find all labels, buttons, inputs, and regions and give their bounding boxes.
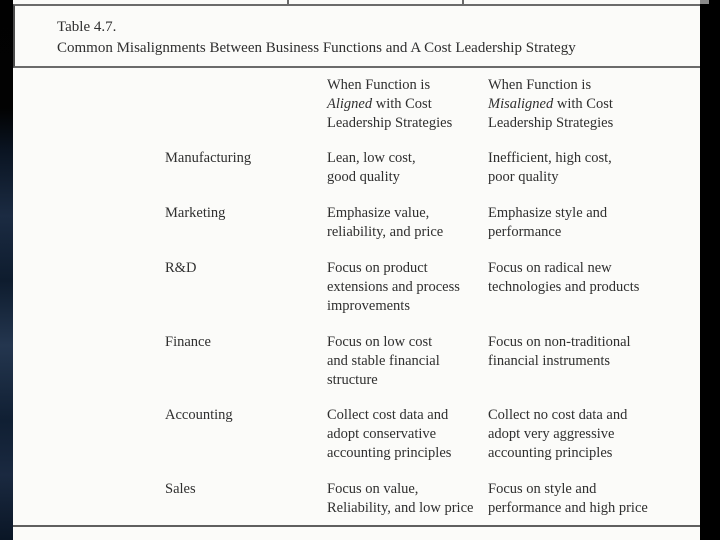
document-page: Table 4.7. Common Misalignments Between …	[13, 0, 700, 540]
header-misaligned-emphasis: Misaligned	[488, 96, 554, 112]
row-aligned-cell: Focus on value, Reliability, and low pri…	[327, 481, 474, 516]
table-row-rd: R&D Focus on product extensions and proc…	[165, 259, 700, 316]
row-misaligned-cell: Inefficient, high cost, poor quality	[488, 150, 612, 185]
header-aligned-line3: Leadership Strategies	[327, 115, 453, 131]
crop-artifact-tick	[287, 0, 289, 5]
row-misaligned-cell: Focus on non-traditional financial instr…	[488, 334, 631, 369]
background-left-strip	[0, 0, 13, 540]
row-function-label: Finance	[165, 334, 211, 350]
header-misaligned-line1: When Function is	[488, 77, 592, 93]
header-aligned-line1: When Function is	[327, 77, 431, 93]
table-row-marketing: Marketing Emphasize value, reliability, …	[165, 204, 700, 242]
header-misaligned-line2: Misaligned with Cost	[488, 95, 700, 114]
row-function-label: Sales	[165, 481, 196, 497]
row-aligned-cell: Collect cost data and adopt conservative…	[327, 407, 452, 461]
table-header-row: When Function is Aligned with Cost Leade…	[327, 76, 700, 133]
row-function-label: Marketing	[165, 205, 226, 221]
row-misaligned-cell: Focus on style and performance and high …	[488, 481, 648, 516]
row-aligned-cell: Emphasize value, reliability, and price	[327, 205, 444, 240]
row-misaligned-cell: Collect no cost data and adopt very aggr…	[488, 407, 628, 461]
table-bottom-rule	[13, 525, 700, 527]
row-function-label: Manufacturing	[165, 150, 252, 166]
row-misaligned-cell: Emphasize style and performance	[488, 205, 608, 240]
background-right-strip	[700, 0, 720, 540]
header-aligned-emphasis: Aligned	[327, 96, 373, 112]
row-aligned-cell: Lean, low cost, good quality	[327, 150, 416, 185]
table-row-finance: Finance Focus on low cost and stable fin…	[165, 333, 700, 390]
header-aligned-rest: with Cost	[372, 96, 432, 112]
header-aligned-line2: Aligned with Cost	[327, 95, 488, 114]
table-caption: Table 4.7. Common Misalignments Between …	[13, 4, 700, 68]
row-aligned-cell: Focus on product extensions and process …	[327, 260, 460, 314]
row-function-label: Accounting	[165, 407, 233, 423]
row-function-label: R&D	[165, 260, 197, 276]
row-misaligned-cell: Focus on radical new technologies and pr…	[488, 260, 640, 295]
header-aligned-column: When Function is Aligned with Cost Leade…	[327, 76, 488, 133]
crop-artifact-tick	[462, 0, 464, 5]
table-title: Common Misalignments Between Business Fu…	[57, 40, 576, 56]
table-number: Table 4.7.	[57, 19, 117, 35]
table-row-sales: Sales Focus on value, Reliability, and l…	[165, 480, 700, 518]
row-aligned-cell: Focus on low cost and stable financial s…	[327, 334, 440, 388]
header-misaligned-column: When Function is Misaligned with Cost Le…	[488, 76, 700, 133]
table-row-manufacturing: Manufacturing Lean, low cost, good quali…	[165, 149, 700, 187]
header-misaligned-rest: with Cost	[553, 96, 613, 112]
table-row-accounting: Accounting Collect cost data and adopt c…	[165, 406, 700, 463]
header-misaligned-line3: Leadership Strategies	[488, 115, 614, 131]
